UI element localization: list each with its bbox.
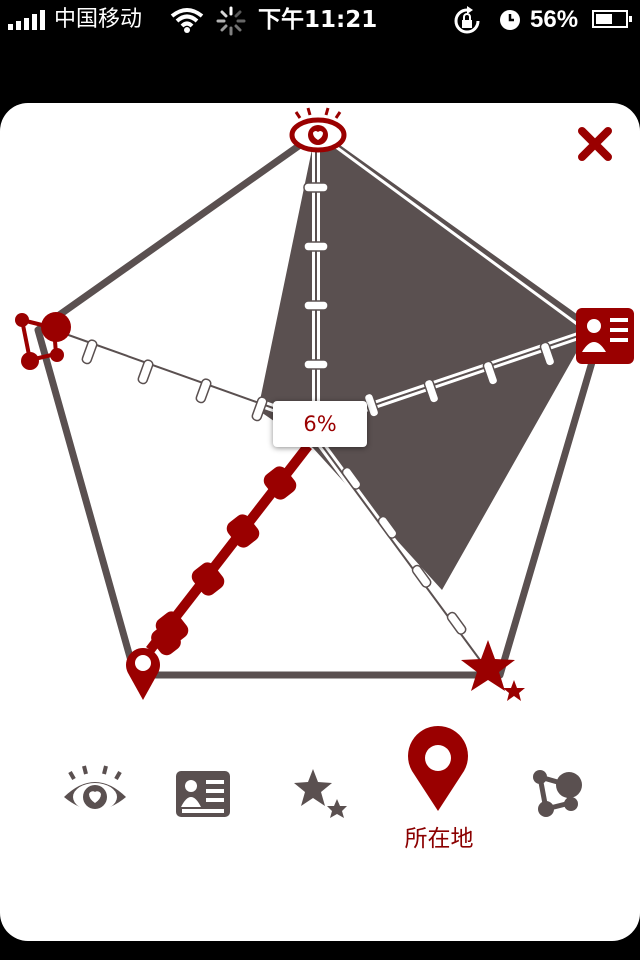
wifi-icon xyxy=(170,8,204,33)
value-badge: 6% xyxy=(273,401,367,447)
tab-eye[interactable] xyxy=(60,765,130,821)
profile-card-icon xyxy=(176,771,230,817)
radar-chart xyxy=(15,107,634,701)
vertex-location-pin-icon xyxy=(125,648,160,700)
battery-percent: 56% xyxy=(530,6,579,33)
axis-stars xyxy=(314,437,484,663)
close-button[interactable] xyxy=(574,123,616,165)
location-pin-icon xyxy=(408,726,468,811)
tab-stars[interactable] xyxy=(293,767,347,823)
vertex-network-icon xyxy=(15,312,71,370)
axis-network xyxy=(58,328,292,422)
category-tab-bar: 所在地 xyxy=(0,723,640,863)
axis-location xyxy=(146,442,312,656)
vertex-stars-icon xyxy=(461,640,525,701)
carrier-name: 中国移动 xyxy=(54,7,143,32)
close-icon xyxy=(578,127,612,161)
radar-card: 6% xyxy=(0,103,640,941)
axis-eye xyxy=(303,140,329,410)
alarm-clock-icon xyxy=(500,10,520,30)
status-time: 下午11:21 xyxy=(258,7,378,33)
eye-heart-icon xyxy=(64,765,126,811)
activity-spinner-icon xyxy=(216,6,246,36)
tab-location-label: 所在地 xyxy=(404,826,474,852)
axis-profile xyxy=(328,328,592,424)
tab-network[interactable] xyxy=(530,769,584,821)
signal-strength-icon xyxy=(8,10,48,30)
status-bar: 中国移动 下午11:21 56% xyxy=(0,0,640,40)
vertex-profile-card-icon xyxy=(576,308,634,364)
tab-profile[interactable] xyxy=(176,771,230,821)
stars-icon xyxy=(294,769,347,818)
battery-icon xyxy=(592,10,632,28)
radar-outline xyxy=(34,129,604,679)
rotation-lock-icon xyxy=(454,6,480,34)
network-icon xyxy=(533,770,582,817)
vertex-eye-heart-icon xyxy=(289,107,347,153)
